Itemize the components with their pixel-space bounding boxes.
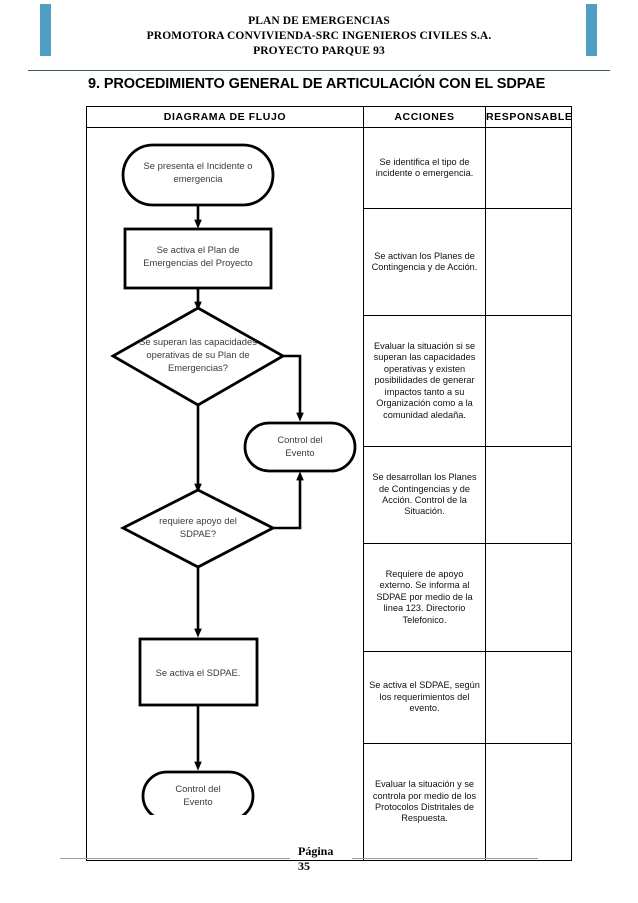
flow-node-label: operativas de su Plan de xyxy=(146,349,249,360)
page-number: 35 xyxy=(298,859,310,873)
header-title-block: PLAN DE EMERGENCIAS PROMOTORA CONVIVIEND… xyxy=(0,14,638,59)
acciones-cell: Evaluar la situación y se controla por m… xyxy=(363,743,486,861)
flow-node-label: Control del xyxy=(277,434,322,445)
table-row: Evaluar la situación si se superan las c… xyxy=(87,315,572,447)
flow-node-decision-capacidades: Se superan las capacidades operativas de… xyxy=(110,306,286,407)
document-footer: Página 35 xyxy=(0,840,638,890)
flow-node-terminator-inicio: Se presenta el Incidente o emergencia xyxy=(121,143,275,207)
responsable-cell[interactable] xyxy=(485,543,572,652)
page-title: 9. PROCEDIMIENTO GENERAL DE ARTICULACIÓN… xyxy=(88,76,546,92)
table-row: Se desarrollan los Planes de Contingenci… xyxy=(87,446,572,544)
table-row: Se presenta el Incidente o emergencia Se… xyxy=(86,127,572,861)
page-label: Página xyxy=(298,844,334,858)
flow-node-label: Se activa el Plan de xyxy=(157,244,240,255)
flow-node-label: emergencia xyxy=(174,173,224,184)
acciones-cell: Se desarrollan los Planes de Contingenci… xyxy=(363,446,486,544)
flow-node-label: Se presenta el Incidente o xyxy=(144,160,253,171)
document-header: PLAN DE EMERGENCIAS PROMOTORA CONVIVIEND… xyxy=(0,0,638,72)
acciones-cell: Requiere de apoyo externo. Se informa al… xyxy=(363,543,486,652)
footer-rule-right xyxy=(352,858,538,859)
procedure-table: DIAGRAMA DE FLUJO ACCIONES RESPONSABLE xyxy=(86,106,572,861)
flow-node-label: Emergencias del Proyecto xyxy=(143,257,252,268)
flow-node-label: Se superan las capacidades xyxy=(139,336,257,347)
responsable-cell[interactable] xyxy=(485,743,572,861)
flowchart-svg: Se presenta el Incidente o emergencia Se… xyxy=(110,143,357,815)
acciones-cell: Evaluar la situación si se superan las c… xyxy=(363,315,486,447)
responsable-cell[interactable] xyxy=(485,315,572,447)
flow-node-label: Evento xyxy=(285,447,314,458)
column-header-diagrama: DIAGRAMA DE FLUJO xyxy=(86,106,364,128)
responsable-cell[interactable] xyxy=(485,127,572,209)
flow-node-terminator-control-evento-1: Control del Evento xyxy=(243,421,357,473)
table-row: Requiere de apoyo externo. Se informa al… xyxy=(87,543,572,652)
flow-node-label: Evento xyxy=(183,796,212,807)
header-accent-bar-left xyxy=(40,4,51,56)
flow-node-terminator-control-evento-2: Control del Evento xyxy=(141,770,255,815)
flow-node-label: requiere apoyo del xyxy=(159,515,237,526)
table-row: Se activan los Planes de Contingencia y … xyxy=(87,208,572,316)
header-accent-bar-right xyxy=(586,4,597,56)
footer-rule-left xyxy=(60,858,290,859)
flow-node-label: Emergencias? xyxy=(168,362,228,373)
acciones-cell: Se identifica el tipo de incidente o eme… xyxy=(363,127,486,209)
page-number-block: Página 35 xyxy=(298,844,333,874)
flowchart-canvas: Se presenta el Incidente o emergencia Se… xyxy=(87,128,364,815)
column-header-acciones: ACCIONES xyxy=(363,106,486,128)
flow-node-process-activa-sdpae: Se activa el SDPAE. xyxy=(138,637,259,707)
flow-node-process-plan-emergencias: Se activa el Plan de Emergencias del Pro… xyxy=(123,227,273,290)
table-header-row: DIAGRAMA DE FLUJO ACCIONES RESPONSABLE xyxy=(86,106,572,128)
table-row: Evaluar la situación y se controla por m… xyxy=(87,743,572,861)
flow-node-label: Se activa el SDPAE. xyxy=(156,667,241,678)
acciones-cell: Se activa el SDPAE, según los requerimie… xyxy=(363,651,486,744)
header-divider-rule xyxy=(28,70,610,71)
responsable-cell[interactable] xyxy=(485,651,572,744)
responsable-cell[interactable] xyxy=(485,446,572,544)
header-line-2: PROMOTORA CONVIVIENDA-SRC INGENIEROS CIV… xyxy=(146,30,492,42)
column-header-responsable: RESPONSABLE xyxy=(485,106,572,128)
header-line-3: PROYECTO PARQUE 93 xyxy=(253,45,385,57)
flowchart-cell: Se presenta el Incidente o emergencia Se… xyxy=(86,127,364,861)
acciones-cell: Se activan los Planes de Contingencia y … xyxy=(363,208,486,316)
edge-n3-n4 xyxy=(283,354,304,422)
header-line-1: PLAN DE EMERGENCIAS xyxy=(248,15,390,27)
responsable-cell[interactable] xyxy=(485,208,572,316)
flow-node-label: Control del xyxy=(175,783,220,794)
flow-node-decision-apoyo-sdpae: requiere apoyo del SDPAE? xyxy=(119,488,277,569)
edge-n5-n4 xyxy=(273,471,304,530)
flow-node-label: SDPAE? xyxy=(180,528,216,539)
table-row: Se activa el SDPAE, según los requerimie… xyxy=(87,651,572,744)
